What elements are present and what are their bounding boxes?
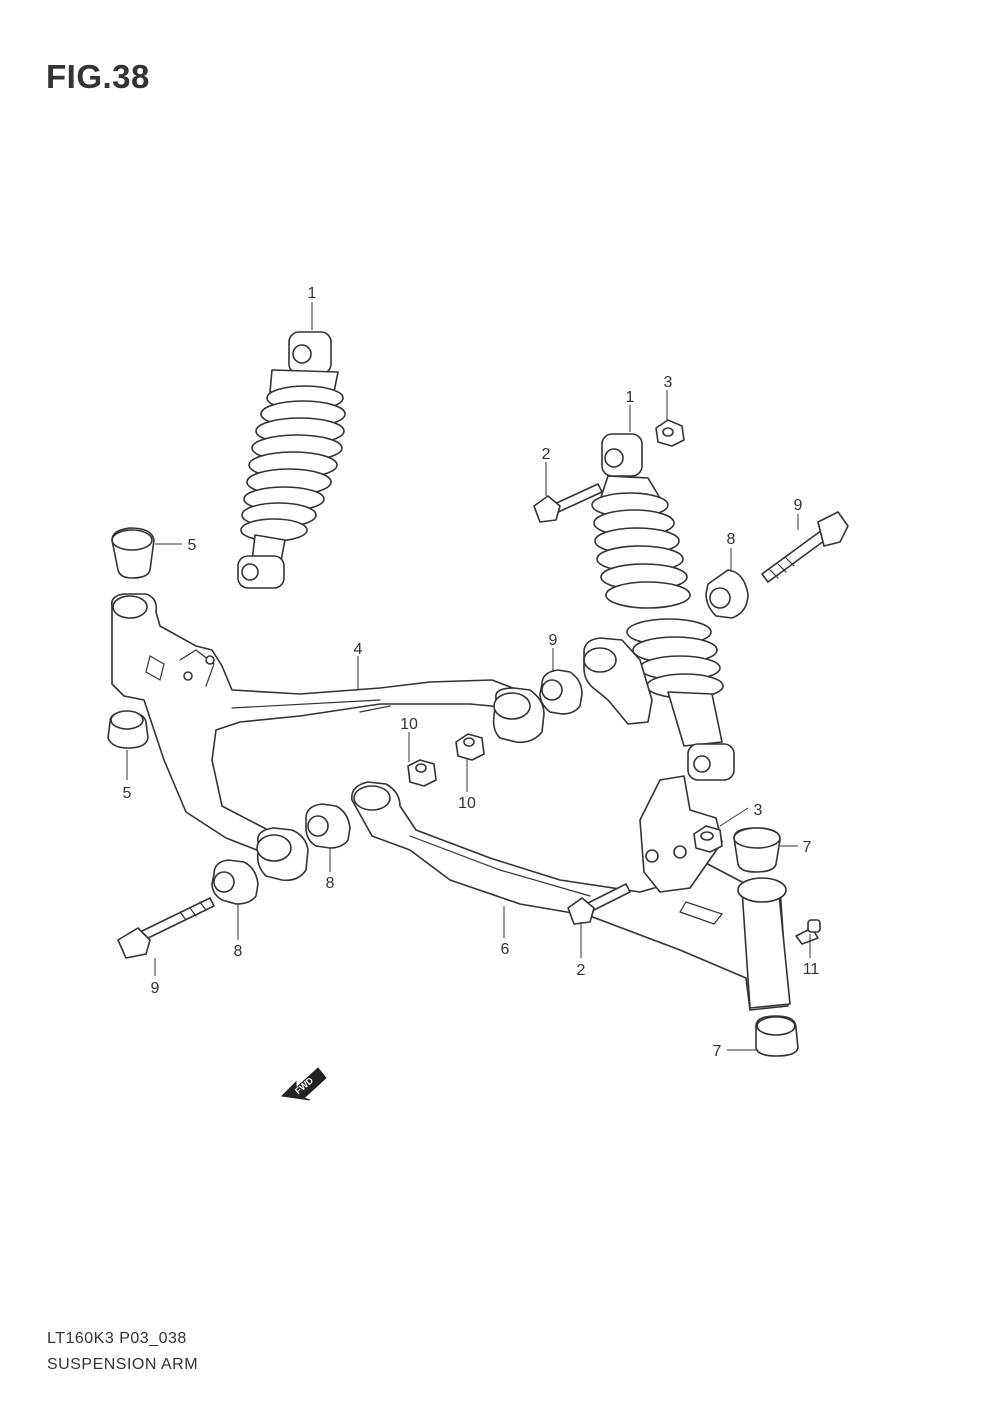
callout-3-bottom: 3 [754,802,763,819]
bushing-7-top[interactable] [733,827,781,873]
nut-3-bottom[interactable] [693,825,723,853]
callout-8-middle: 8 [326,875,335,892]
diagram-caption: SUSPENSION ARM [47,1356,199,1373]
bolt-9-right[interactable] [761,511,849,583]
grease-nipple-11[interactable] [795,919,821,945]
callout-2-top: 2 [542,446,551,463]
callout-6: 6 [501,941,510,958]
callout-8-right: 8 [727,531,736,548]
spacer-8-middle[interactable] [305,803,351,849]
upper-arm-front-bushing [492,687,545,744]
fwd-arrow-icon: FWD [280,1067,327,1101]
upper-arm-rear-bushing [256,827,309,882]
bolt-9-left[interactable] [117,897,215,959]
nut-10-right[interactable] [455,733,485,761]
shock-absorber-left[interactable] [237,331,346,589]
leader-lines [126,302,811,1051]
callout-2-bottom: 2 [577,962,586,979]
callout-1-left: 1 [308,285,317,302]
callout-9-middle: 9 [549,632,558,649]
callout-3-top: 3 [664,374,673,391]
callout-7-top: 7 [803,839,812,856]
figure-title: FIG.38 [46,58,150,95]
upper-arm-right-pivot [583,637,653,725]
diagram-code: LT160K3 P03_038 [47,1330,187,1347]
callout-8-left: 8 [234,943,243,960]
callout-labels: 1 1 2 2 3 3 4 5 5 6 7 7 8 8 8 9 9 9 10 1… [123,285,820,1060]
callout-5-bottom: 5 [123,785,132,802]
callout-1-right: 1 [626,389,635,406]
lower-arm-bracket [639,775,723,893]
callout-5-top: 5 [188,537,197,554]
lower-suspension-arm[interactable] [351,781,791,1011]
bolt-2-top[interactable] [533,483,603,523]
spacer-8-left[interactable] [211,859,259,905]
spacer-9-middle[interactable] [539,669,583,715]
bushing-5-top[interactable] [111,527,155,579]
callout-9-right: 9 [794,497,803,514]
bushing-7-bottom[interactable] [755,1015,799,1057]
callout-10-right: 10 [458,795,476,812]
bushing-5-bottom[interactable] [107,710,149,749]
callout-9-left: 9 [151,980,160,997]
callout-10-left: 10 [400,716,418,733]
callout-11: 11 [803,961,820,978]
nut-10-left[interactable] [407,759,437,787]
spacer-8-right[interactable] [705,569,749,619]
callout-7-bottom: 7 [713,1043,722,1060]
callout-4: 4 [354,641,363,658]
shock-absorber-right[interactable] [591,433,735,781]
bolt-2-bottom[interactable] [567,883,631,925]
nut-3-top[interactable] [655,419,685,447]
